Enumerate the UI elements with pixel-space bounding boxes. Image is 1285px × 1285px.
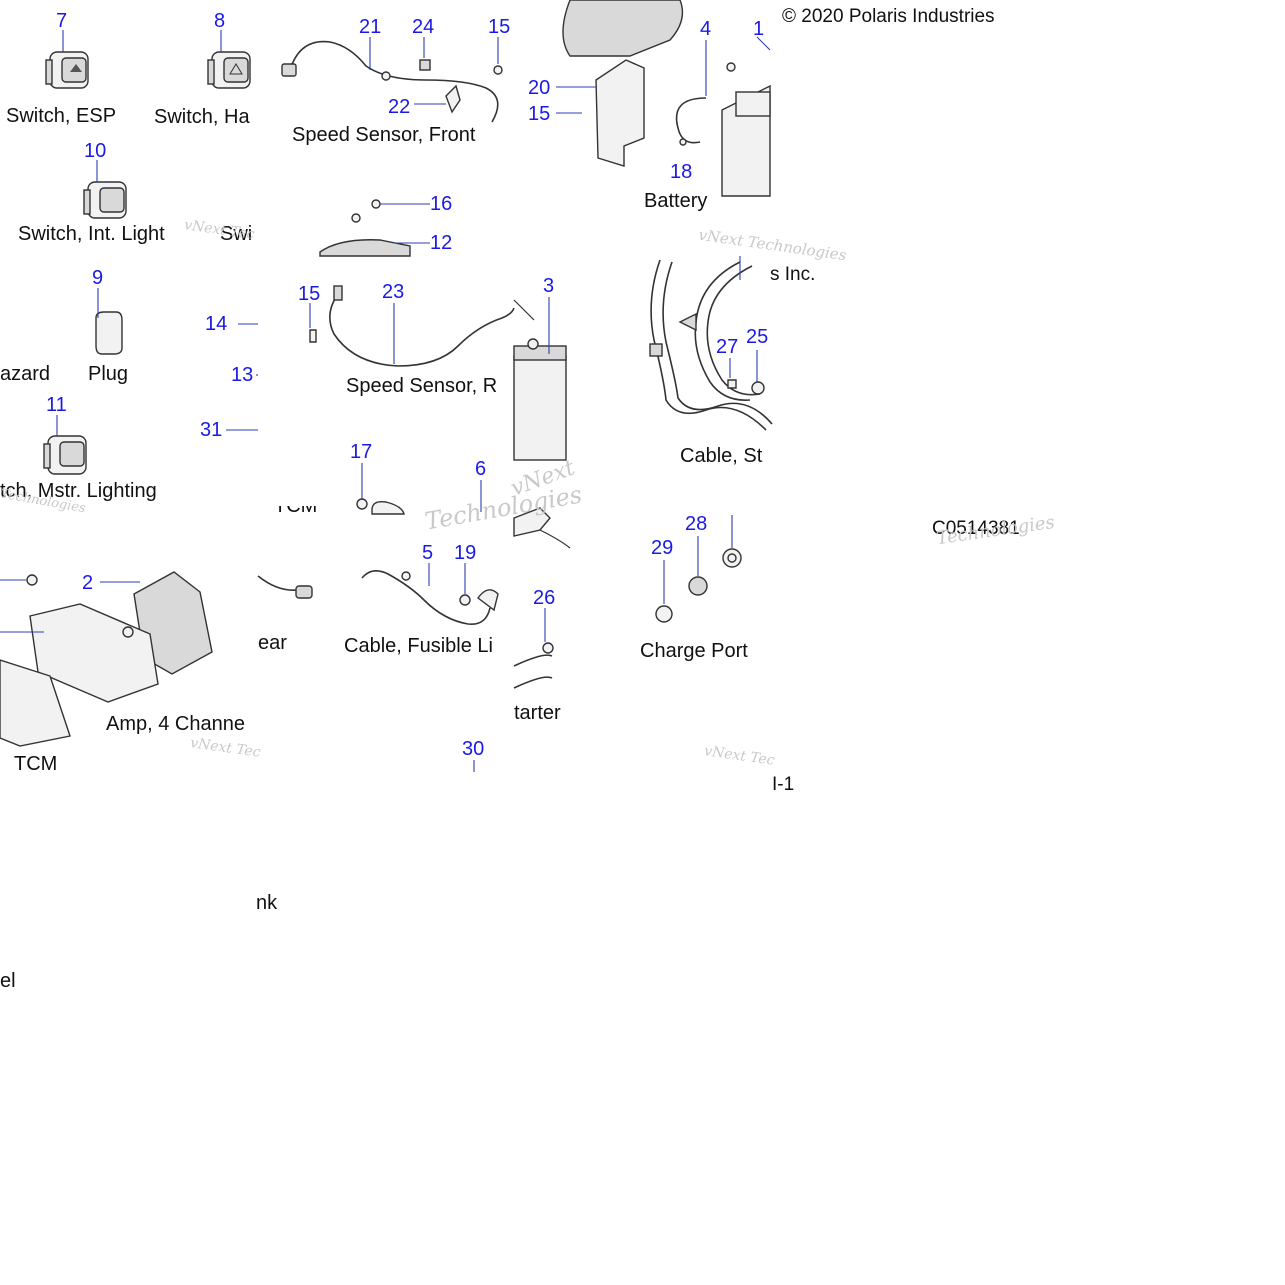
speed-sensor-front-part (281, 37, 503, 123)
copyright-notice: © 2020 Polaris Industries (782, 6, 995, 27)
callout-15-bracket: 15 (528, 103, 551, 125)
label-el-partial: el (0, 970, 16, 992)
label-hazard-tail: azard (0, 363, 51, 385)
label-amp-4-channel: Amp, 4 Channe (106, 713, 245, 735)
speed-sensor-rear-part (309, 285, 515, 367)
label-tcm: TCM (14, 753, 58, 775)
plug-part (95, 288, 123, 355)
cable-starter-part (649, 256, 773, 431)
callout-29: 29 (651, 537, 674, 559)
battery-2-part (226, 297, 567, 461)
switch-hazard-part (207, 30, 251, 89)
label-cable-starter: Cable, St (680, 445, 763, 467)
callout-11: 11 (46, 394, 67, 416)
callout-13: 13 (231, 364, 254, 386)
callout-7: 7 (56, 10, 68, 32)
page-reference: I-1 (772, 774, 795, 795)
callout-12: 12 (430, 232, 453, 254)
callout-22: 22 (388, 96, 411, 118)
label-switch-hazard: Switch, Ha (154, 106, 250, 128)
figure-id: C0514381 (932, 518, 1020, 539)
callout-15-front: 15 (488, 16, 511, 38)
label-switch-mstr-lighting: tch, Mstr. Lighting (0, 480, 157, 502)
callout-14: 14 (205, 313, 228, 335)
label-charge-port: Charge Port (640, 640, 748, 662)
label-switch-int-light: Switch, Int. Light (18, 223, 165, 245)
callout-25: 25 (746, 326, 769, 348)
callout-4: 4 (700, 18, 712, 40)
starter-part (513, 608, 554, 689)
callout-5: 5 (422, 542, 434, 564)
label-nk-partial: nk (256, 892, 278, 914)
battery-tray-part (556, 0, 684, 167)
label-starter-partial: tarter (514, 702, 561, 724)
callout-9: 9 (92, 267, 104, 289)
callout-30: 30 (462, 738, 485, 760)
label-switch-partial: Swi (220, 223, 253, 245)
label-rear-partial: ear (258, 632, 287, 654)
callout-8: 8 (214, 10, 226, 32)
callout-10: 10 (84, 140, 107, 162)
callout-17: 17 (350, 441, 373, 463)
callout-3: 3 (543, 275, 555, 297)
label-cable-fusible-link: Cable, Fusible Li (344, 635, 493, 657)
label-tcm-partial: TCM (274, 506, 317, 514)
solenoid-part (356, 463, 571, 549)
switch-mstr-lighting-part (43, 415, 87, 475)
amp-4-channel-part (0, 571, 213, 747)
copyright-fragment: s Inc. (770, 264, 816, 285)
label-battery: Battery (644, 190, 708, 212)
callout-21: 21 (359, 16, 382, 38)
callout-27: 27 (716, 336, 739, 358)
callout-23: 23 (382, 281, 405, 303)
cable-fusible-link-part (361, 563, 499, 625)
callout-19: 19 (454, 542, 477, 564)
callout-24: 24 (412, 16, 435, 38)
switch-int-light-part (83, 160, 127, 219)
charge-port-part (655, 515, 742, 623)
label-plug: Plug (88, 363, 129, 385)
callout-18: 18 (670, 161, 693, 183)
callout-28: 28 (685, 513, 708, 535)
callout-2: 2 (82, 572, 94, 594)
ecu-fragment-part (319, 199, 430, 257)
callout-16: 16 (430, 193, 453, 215)
label-speed-sensor-front: Speed Sensor, Front (292, 124, 476, 146)
switch-esp-part (45, 30, 89, 89)
rear-sensor-fragment-part (257, 575, 313, 599)
callout-15-rear: 15 (298, 283, 321, 305)
callout-26: 26 (533, 587, 556, 609)
label-switch-esp: Switch, ESP (6, 105, 117, 127)
battery-part (675, 36, 771, 197)
label-speed-sensor-rear: Speed Sensor, R (346, 375, 498, 397)
callout-31: 31 (200, 419, 223, 441)
callout-1: 1 (753, 18, 765, 40)
callout-6: 6 (475, 458, 487, 480)
callout-20: 20 (528, 77, 551, 99)
